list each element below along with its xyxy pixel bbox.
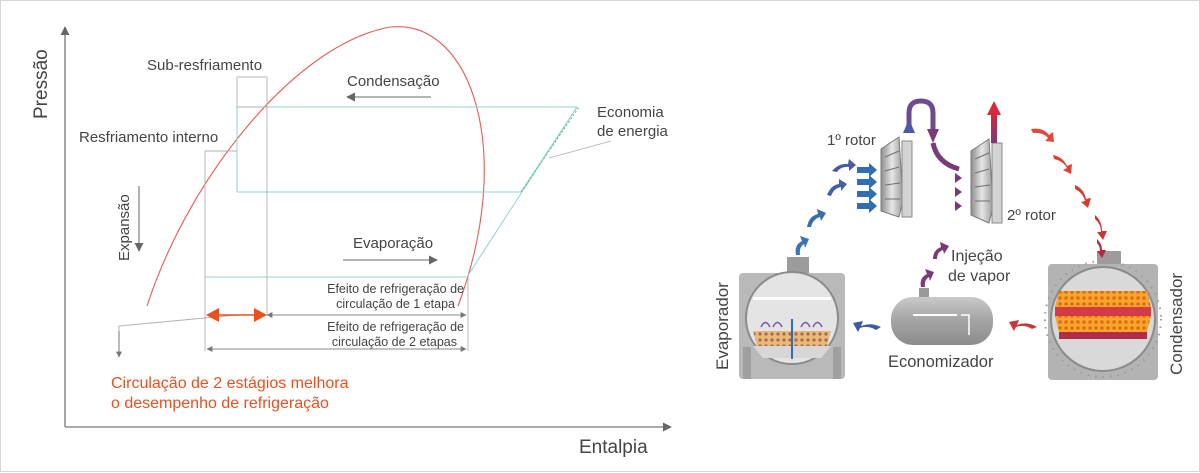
label-expansion: Expansão: [116, 194, 133, 261]
flow-arrow-blue-3: [827, 179, 847, 196]
condenser-vessel: [1044, 251, 1162, 380]
label-evaporation: Evaporação: [353, 235, 433, 252]
rotor-1-inlet-arrows: [857, 163, 877, 213]
axis-label-pressure: Pressão: [31, 49, 52, 119]
orange-arrowhead-left: [206, 308, 219, 322]
saturation-dome: [146, 26, 485, 307]
rotor-2-inlet-arrows: [955, 173, 962, 211]
flow-arrow-economizer-evaporator: [853, 321, 881, 332]
crossover-arrowhead-up: [903, 119, 915, 133]
label-evaporator: Evaporador: [713, 282, 732, 370]
label-rotor-1: 1º rotor: [827, 132, 876, 149]
note-line-1: Circulação de 2 estágios melhora: [111, 375, 349, 392]
ph-diagram: Pressão Entalpia: [31, 26, 672, 458]
flow-arrow-red-3: [1075, 185, 1091, 208]
discharge-arrowhead: [987, 101, 1001, 115]
label-condensation: Condensação: [347, 73, 440, 90]
rotor-1: [880, 136, 913, 218]
rotor-crossover-pipe: [906, 98, 936, 131]
discharge-pipe: [991, 113, 997, 143]
note-line-2: o desempenho de refrigeração: [111, 395, 329, 412]
flow-arrow-blue-4: [832, 159, 856, 172]
flow-arrow-condenser-economizer: [1009, 320, 1037, 331]
flow-arrow-red-5: [1097, 239, 1106, 258]
construction-lines: [118, 76, 612, 351]
flow-arrow-red-1: [1031, 128, 1054, 142]
flow-arrow-red-2: [1053, 155, 1072, 174]
label-internal-cooling: Resfriamento interno: [79, 129, 218, 146]
label-condenser: Condensador: [1167, 273, 1186, 375]
label-energy-saving-1: Economia: [597, 104, 664, 121]
label-effect-1-line2: circulação de 1 etapa: [336, 297, 455, 311]
economizer-tank: [891, 288, 993, 345]
rotor-2: [970, 138, 1003, 224]
flow-arrow-blue-2: [807, 209, 826, 227]
crossover-outlet-pipe: [930, 142, 960, 172]
label-subcooling: Sub-resfriamento: [147, 57, 262, 74]
label-energy-saving-2: de energia: [597, 123, 669, 140]
flow-arrows: [795, 128, 1107, 332]
flow-arrow-red-4: [1095, 215, 1107, 240]
label-effect-1-line1: Efeito de refrigeração de: [327, 282, 464, 296]
axis-label-enthalpy: Entalpia: [579, 437, 648, 458]
label-effect-2-line1: Efeito de refrigeração de: [327, 320, 464, 334]
economizer-line: [520, 106, 580, 193]
flow-arrow-injection-2: [933, 242, 949, 259]
cycle-illustration: Evaporador Condensador Economizador: [713, 98, 1186, 380]
cycle-lines: [205, 106, 578, 278]
label-rotor-2: 2º rotor: [1007, 207, 1056, 224]
crossover-arrowhead-down: [927, 129, 939, 143]
label-economizer: Economizador: [888, 353, 994, 371]
flow-arrow-injection-1: [920, 269, 934, 287]
flow-arrow-blue-1: [795, 236, 809, 255]
orange-arrowhead-right: [254, 308, 267, 322]
label-injection-1: Injeção: [951, 248, 1003, 265]
evaporator-vessel: [739, 257, 845, 379]
label-effect-2-line2: circulação de 2 etapas: [332, 335, 457, 349]
label-injection-2: de vapor: [948, 268, 1011, 285]
